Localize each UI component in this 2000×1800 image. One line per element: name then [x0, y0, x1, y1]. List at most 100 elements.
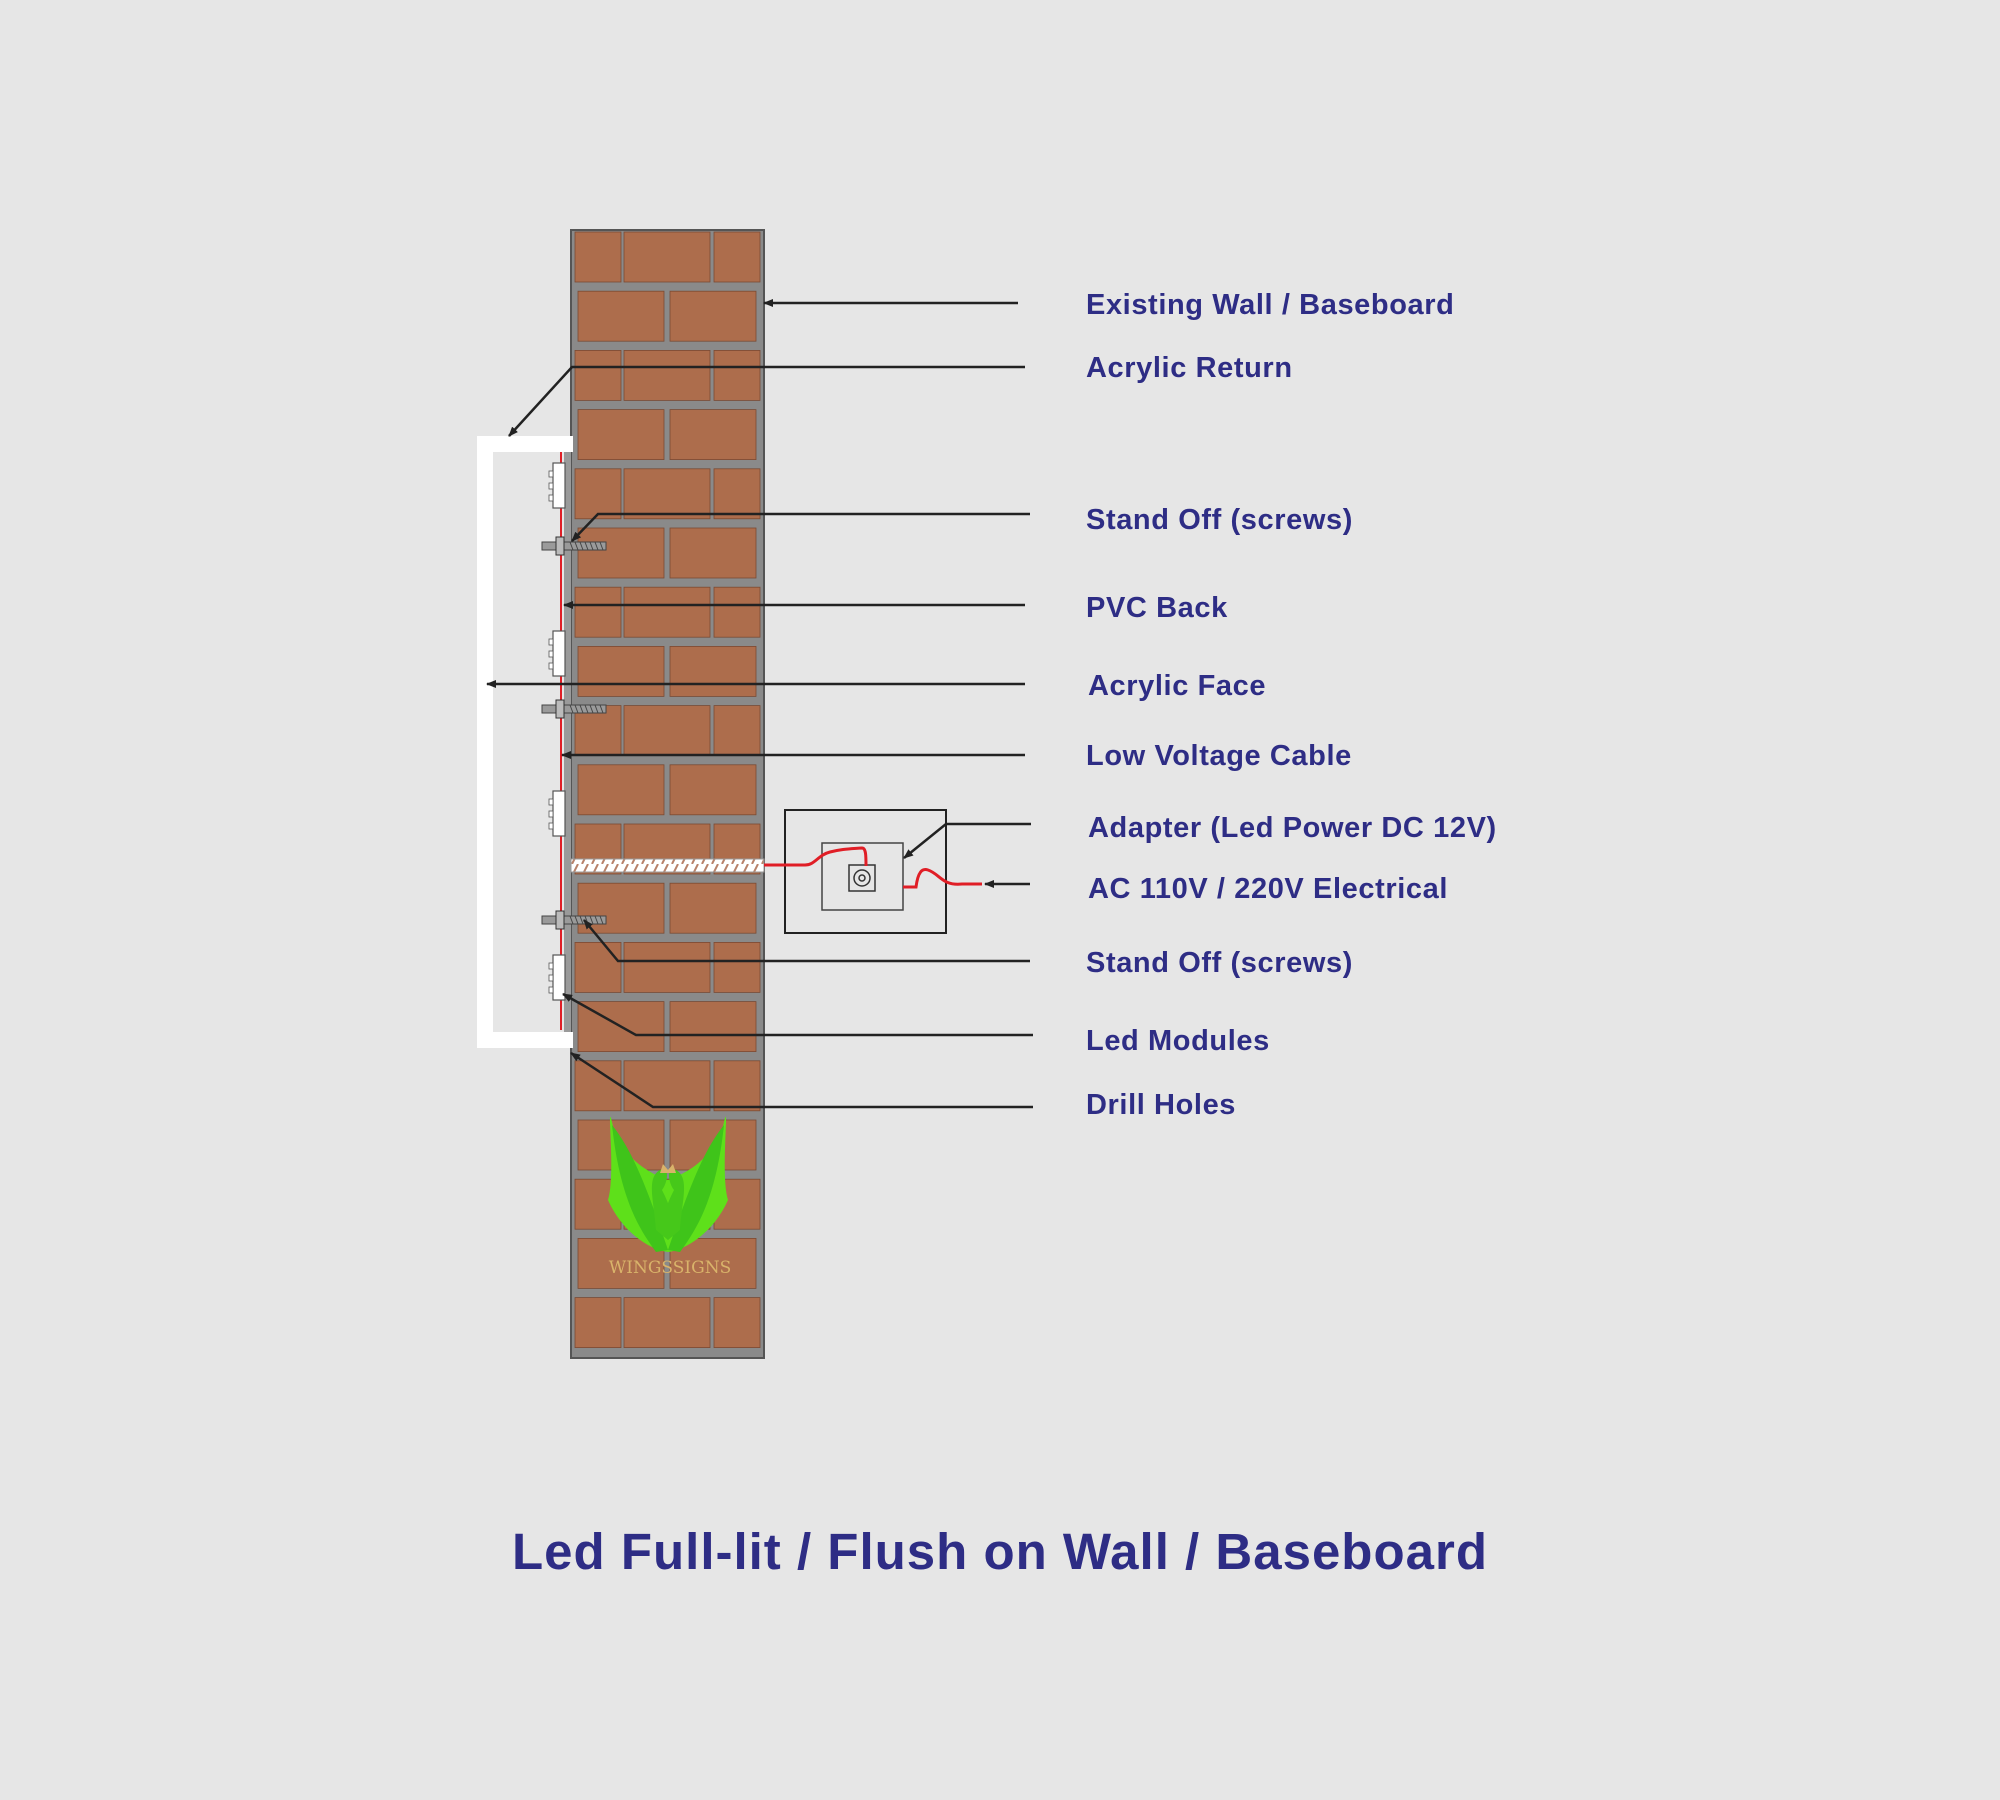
brick [669, 646, 757, 697]
logo-wordmark: WINGSSIGNS [608, 1258, 732, 1278]
brick [669, 1001, 757, 1052]
screw-thread [584, 704, 589, 714]
brick [623, 705, 711, 756]
brick [577, 1238, 665, 1289]
label-ac-electrical: AC 110V / 220V Electrical [1088, 873, 1448, 905]
leader-lines [486, 299, 1033, 1109]
screw-thread [574, 541, 579, 551]
label-low-voltage-cable: Low Voltage Cable [1086, 740, 1352, 772]
screw-thread [569, 704, 574, 714]
screw-thread [569, 915, 574, 925]
brick [574, 349, 622, 401]
led-module-tab [548, 962, 554, 970]
brick [577, 527, 665, 579]
brick [713, 231, 761, 283]
label-existing-wall: Existing Wall / Baseboard [1086, 289, 1455, 321]
leader-acrylic-return [508, 365, 1025, 437]
brick [669, 409, 757, 461]
screw-thread [574, 704, 579, 714]
brick [574, 1060, 622, 1112]
adapter-box [784, 809, 947, 934]
leader-adapter [903, 822, 1031, 859]
label-led-modules: Led Modules [1086, 1025, 1270, 1057]
leader-stand-off-top [571, 512, 1030, 542]
brick [574, 231, 622, 283]
brick [577, 290, 665, 342]
brick [713, 349, 761, 401]
brick [623, 468, 711, 520]
led-module-tab [548, 482, 554, 490]
brick [577, 409, 665, 461]
led-module-tab [548, 822, 554, 830]
brick [713, 1297, 761, 1348]
brick [577, 882, 665, 934]
led-modules-shape [548, 462, 566, 1001]
screw-shaft [541, 541, 607, 551]
label-stand-off-top: Stand Off (screws) [1086, 504, 1354, 536]
brick [669, 882, 757, 934]
brick [669, 764, 757, 816]
screw-shaft [541, 915, 607, 925]
led-module-tab [548, 470, 554, 478]
screw-thread [579, 541, 584, 551]
screw-head [555, 699, 565, 719]
brick [574, 468, 622, 520]
label-drill-holes: Drill Holes [1086, 1089, 1237, 1121]
brick [623, 1297, 711, 1348]
brick [623, 231, 711, 283]
dc-wire [764, 846, 868, 867]
leader-led-modules [562, 992, 1033, 1037]
screw-thread [574, 915, 579, 925]
led-module-tab [548, 974, 554, 982]
leader-drill-holes [570, 1051, 1033, 1109]
screw-thread [579, 704, 584, 714]
led-module [552, 630, 566, 677]
screw-thread [594, 704, 599, 714]
stand-off-screws [541, 536, 607, 930]
label-adapter: Adapter (Led Power DC 12V) [1088, 812, 1497, 844]
brick [577, 764, 665, 816]
led-module-tab [548, 662, 554, 670]
led-module-tab [548, 650, 554, 658]
brick [669, 290, 757, 342]
led-module-tab [548, 494, 554, 502]
brick [713, 468, 761, 520]
screw-shaft [541, 704, 607, 714]
screw-thread [579, 915, 584, 925]
brick [713, 705, 761, 756]
screw-thread [584, 541, 589, 551]
brick [574, 1297, 622, 1348]
page-title: Led Full-lit / Flush on Wall / Baseboard [512, 1523, 1488, 1580]
label-acrylic-return: Acrylic Return [1086, 352, 1293, 384]
leader-stand-off-bottom [583, 919, 1030, 963]
screw-thread [569, 541, 574, 551]
screw-thread [599, 541, 604, 551]
brick [713, 1060, 761, 1112]
led-module-tab [548, 798, 554, 806]
brick [713, 586, 761, 638]
led-module [552, 462, 566, 509]
label-acrylic-face: Acrylic Face [1088, 670, 1267, 702]
screw-thread [599, 704, 604, 714]
screw-head [555, 910, 565, 930]
pvc-back-shape [564, 452, 571, 1032]
brick [713, 942, 761, 993]
led-module [552, 954, 566, 1001]
brick [623, 942, 711, 993]
led-module-tab [548, 638, 554, 646]
screw-thread [589, 704, 594, 714]
brick [669, 527, 757, 579]
brick [623, 1060, 711, 1112]
brick [577, 646, 665, 697]
led-module-tab [548, 986, 554, 994]
screw-thread [594, 541, 599, 551]
brick [623, 349, 711, 401]
screw-head [555, 536, 565, 556]
led-module-tab [548, 810, 554, 818]
label-pvc-back: PVC Back [1086, 592, 1228, 624]
label-stand-off-bottom: Stand Off (screws) [1086, 947, 1354, 979]
swan-logo-icon [608, 1116, 728, 1252]
brick [623, 586, 711, 638]
screw-thread [594, 915, 599, 925]
